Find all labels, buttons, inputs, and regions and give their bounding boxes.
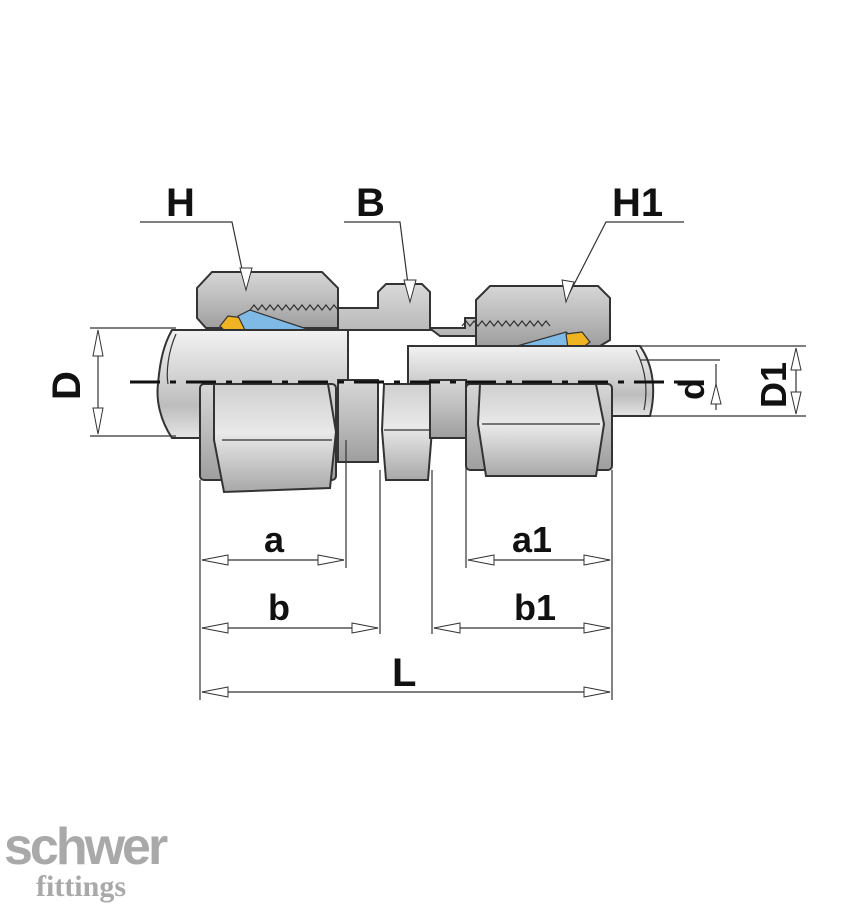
leaders — [140, 221, 684, 304]
thread-right — [461, 320, 551, 327]
dimensions — [90, 327, 806, 700]
label-h: H — [166, 181, 195, 225]
label-a: a — [264, 519, 285, 560]
label-L: L — [392, 651, 416, 695]
label-d: d — [671, 378, 712, 400]
label-b1: b1 — [514, 587, 556, 628]
brand-line2: fittings — [36, 870, 126, 903]
label-b: b — [268, 587, 290, 628]
body-b-section — [337, 283, 481, 337]
label-h1: H1 — [612, 181, 663, 225]
label-D: D — [45, 371, 89, 400]
label-b: B — [356, 181, 385, 225]
brand-line1: schwer — [4, 818, 168, 876]
thread-left — [249, 304, 339, 311]
hex-nut-left — [213, 383, 338, 494]
upper-section — [196, 271, 611, 349]
hex-nut-right — [476, 383, 606, 477]
label-a1: a1 — [512, 519, 552, 560]
nut-h1-section — [475, 285, 611, 347]
brand-logo: schwer fittings — [4, 818, 171, 903]
lower-exterior — [199, 379, 613, 494]
label-D1: D1 — [753, 362, 794, 408]
hex-body-center — [380, 383, 434, 481]
